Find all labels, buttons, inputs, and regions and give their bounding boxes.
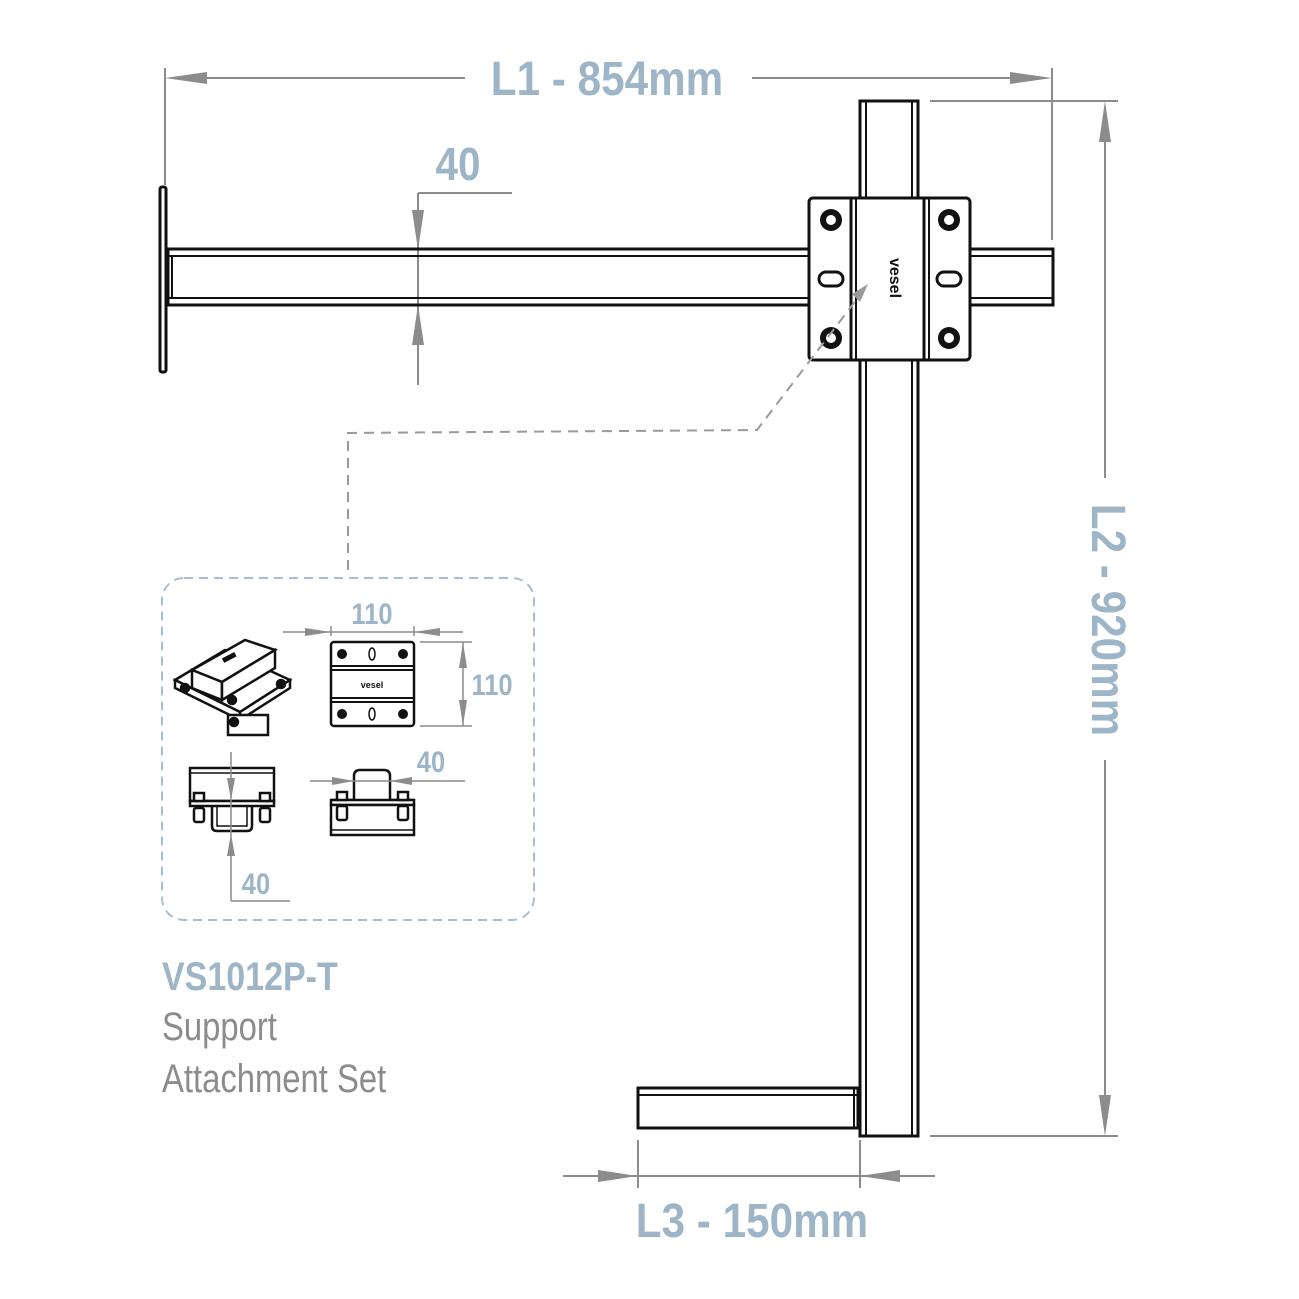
- dimension-plate-width: 110: [283, 597, 463, 636]
- dimension-plate-height: 110: [420, 641, 513, 727]
- dimension-front-depth: 40: [227, 752, 290, 902]
- dimension-profile-height: 40: [412, 140, 512, 385]
- callout-leader: [347, 284, 868, 570]
- svg-text:110: 110: [471, 668, 512, 701]
- clamp-plate: vesel: [807, 196, 972, 362]
- plate-logo: vesel: [361, 680, 384, 690]
- isometric-view: [172, 638, 293, 737]
- detail-callout-box: vesel 110 110: [161, 577, 535, 921]
- dimension-l3-label: L3 - 150mm: [636, 1193, 868, 1247]
- dimension-l3: L3 - 150mm: [563, 1140, 935, 1248]
- front-view: [188, 766, 276, 833]
- product-name-line1: Support: [162, 1005, 277, 1049]
- svg-text:40: 40: [242, 867, 270, 900]
- product-model: VS1012P-T: [162, 955, 338, 999]
- product-name-line2: Attachment Set: [162, 1057, 387, 1101]
- plate-top-view: vesel: [329, 640, 416, 728]
- dimension-l2: L2 - 920mm: [930, 100, 1136, 1137]
- dimension-side-width: 40: [310, 745, 465, 785]
- side-view: [329, 768, 416, 837]
- dimension-profile-label: 40: [435, 140, 480, 191]
- clamp-logo: vesel: [886, 258, 903, 298]
- dimension-l2-label: L2 - 920mm: [1081, 504, 1135, 736]
- foot-beam: [636, 1086, 860, 1130]
- svg-text:110: 110: [351, 597, 392, 630]
- svg-text:40: 40: [417, 745, 445, 778]
- dimension-l1-label: L1 - 854mm: [491, 51, 723, 105]
- dimension-l1: L1 - 854mm: [164, 51, 1053, 240]
